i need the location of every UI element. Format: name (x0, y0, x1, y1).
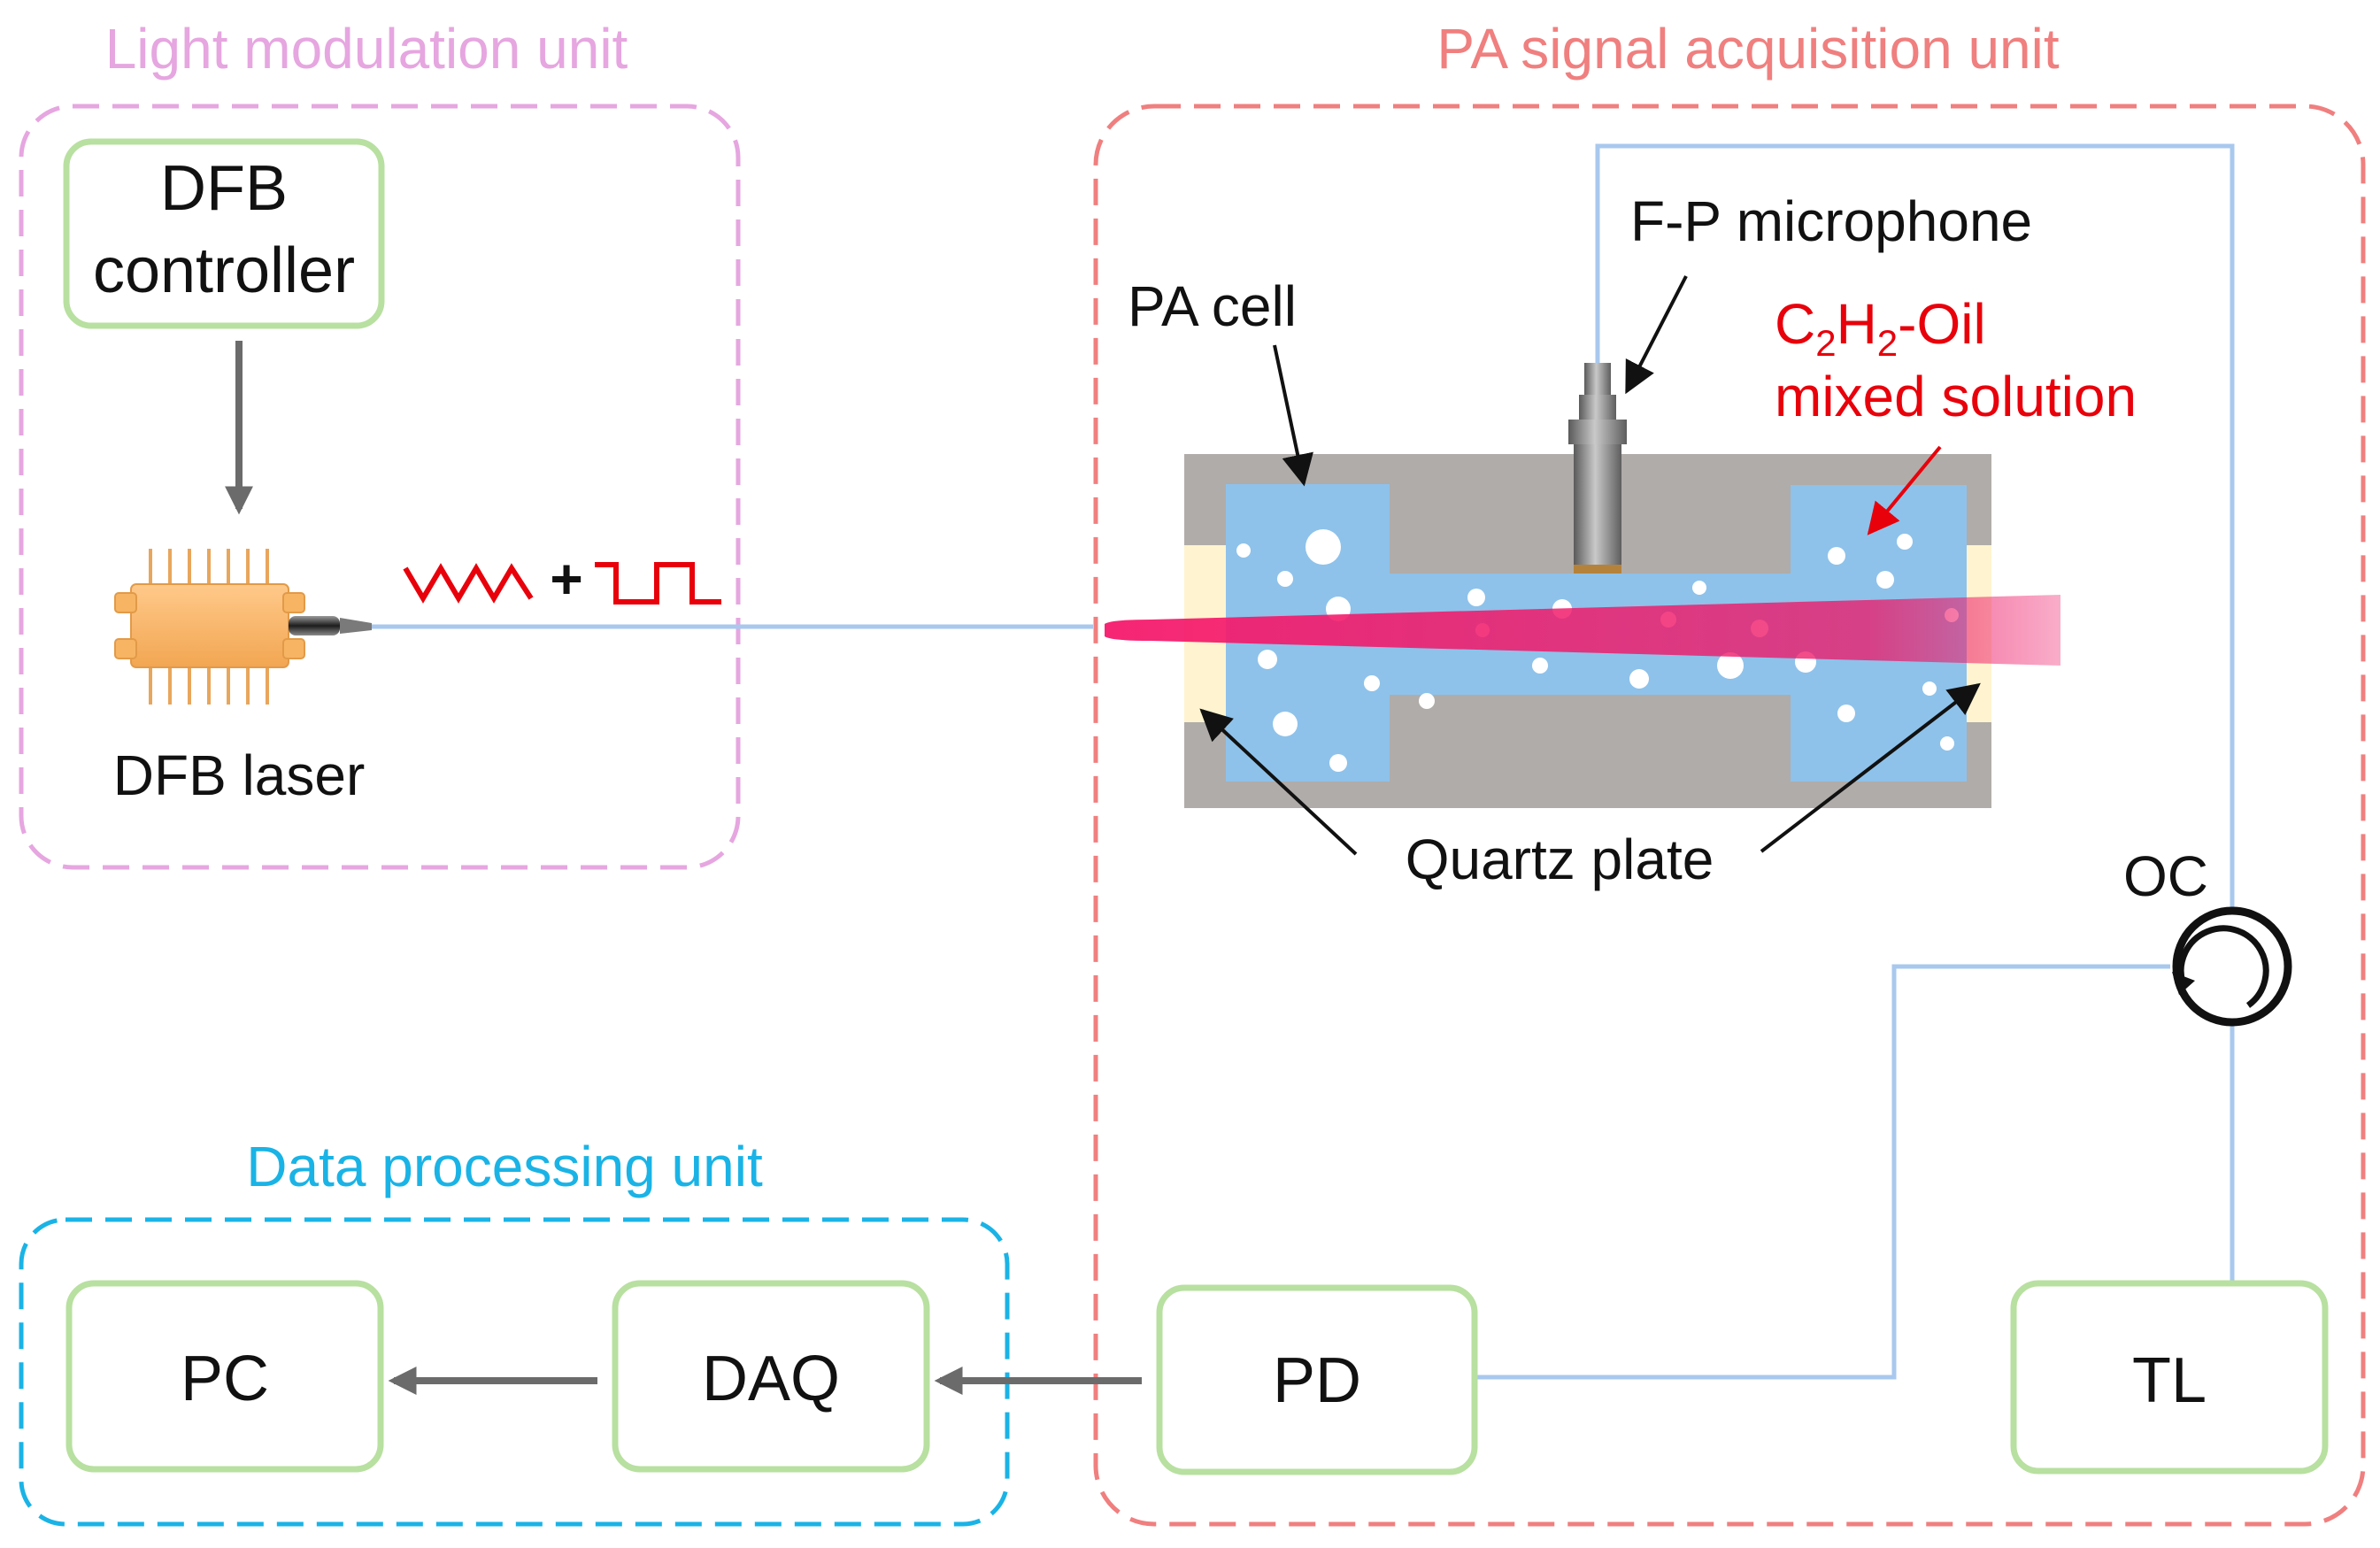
solution-c-sub: 2 (1815, 322, 1836, 364)
square-wave (595, 562, 721, 605)
data-processing-frame (19, 1217, 1010, 1527)
pa-signal-unit: PA signal acquisition unit (1093, 17, 2366, 1527)
solution-arrow (1867, 445, 1942, 535)
daq-box: DAQ (612, 1280, 930, 1473)
dfb-controller-label-line2: controller (93, 235, 355, 306)
dfb-laser-label: DFB laser (113, 743, 366, 807)
data-processing-title: Data processing unit (246, 1135, 763, 1198)
solution-line2: mixed solution (1775, 365, 2137, 428)
quartz-plate-arrow-left (1199, 708, 1358, 856)
fp-microphone-arrow (1625, 275, 1688, 395)
pd-box: PD (1156, 1284, 1478, 1475)
pa-cell (1105, 454, 2060, 808)
fp-microphone-probe-icon (1568, 363, 1627, 574)
sine-plus-square-wave-icon: + (403, 547, 721, 611)
dfb-controller-box: DFB controller (63, 138, 385, 329)
pa-cell-label: PA cell (1128, 274, 1297, 338)
pc-box: PC (65, 1280, 384, 1473)
quartz-plate-arrow-right (1760, 682, 1981, 853)
daq-label: DAQ (702, 1344, 840, 1414)
light-modulation-unit: Light modulation unit (19, 17, 741, 870)
pd-label: PD (1273, 1345, 1361, 1416)
oc-label: OC (2123, 844, 2208, 908)
data-processing-unit: Data processing unit (19, 1135, 1010, 1527)
pa-signal-frame (1093, 104, 2366, 1527)
quartz-plate-label: Quartz plate (1406, 828, 1714, 891)
pa-cell-arrow (1273, 344, 1313, 487)
laser-beam (1105, 595, 2060, 666)
solution-line1: -Oil (1898, 292, 1986, 356)
pc-label: PC (181, 1344, 269, 1414)
triangle-wave (403, 563, 534, 604)
svg-text:C2H2-Oil: C2H2-Oil (1775, 292, 1986, 364)
fiber-circulator-to-pd (1476, 964, 2170, 1380)
solution-h-sub: 2 (1877, 322, 1898, 364)
optical-circulator-icon (2172, 906, 2292, 1027)
solution-label: C2H2-Oil mixed solution (1775, 292, 2137, 428)
tl-label: TL (2132, 1345, 2207, 1416)
fiber-microphone-to-circulator (1595, 143, 2235, 936)
modulation-plus: + (550, 547, 582, 611)
dfb-controller-label-line1: DFB (160, 153, 288, 224)
light-modulation-title: Light modulation unit (105, 17, 628, 81)
pa-signal-title: PA signal acquisition unit (1436, 17, 2059, 81)
solution-c: C (1775, 292, 1815, 356)
fp-microphone-label: F-P microphone (1630, 189, 2032, 253)
solution-h: H (1837, 292, 1877, 356)
optical-fibers (367, 143, 2235, 1380)
dfb-laser-chip-icon (114, 549, 372, 705)
tl-box: TL (2010, 1280, 2329, 1475)
